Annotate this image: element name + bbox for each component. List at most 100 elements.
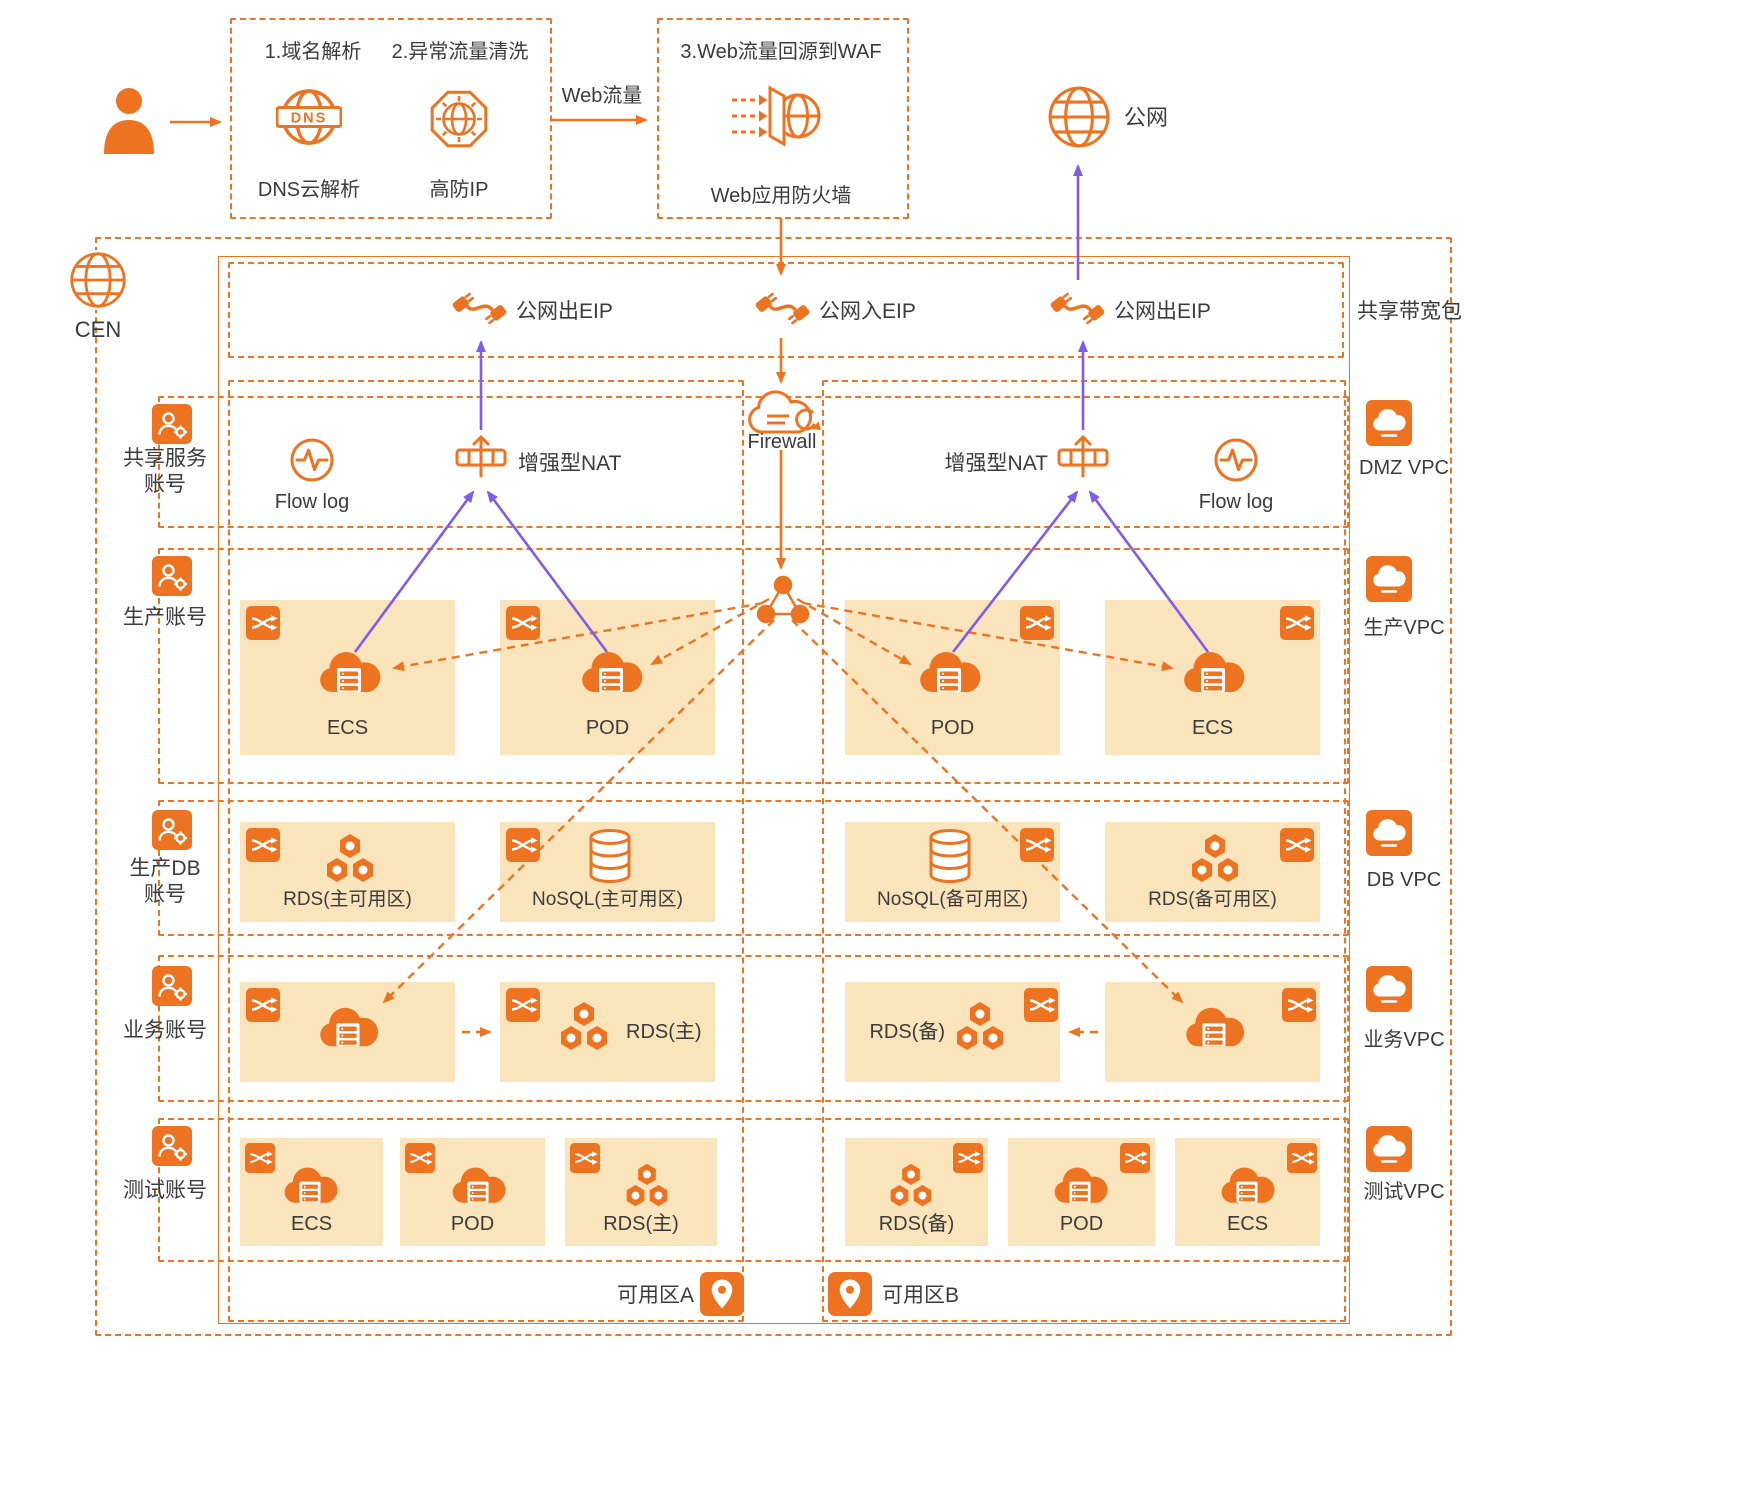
vpc-label-db: DB VPC — [1366, 869, 1442, 891]
account-label-shared: 共享服务 账号 — [123, 447, 207, 497]
vpc-icon — [1366, 400, 1412, 446]
internet-label: 公网 — [1124, 105, 1169, 130]
node-label-ecs: ECS — [1226, 1213, 1269, 1235]
waf-group-box — [657, 18, 909, 219]
node-label-rds-backup: RDS(备) — [869, 1021, 945, 1043]
cloud-server-icon — [281, 1164, 339, 1208]
nat-left-label: 增强型NAT — [518, 452, 622, 475]
firewall-label: Firewall — [747, 431, 817, 453]
vpc-icon — [1366, 1126, 1412, 1172]
vpc-label-prod: 生产VPC — [1363, 617, 1445, 639]
node-label-rds-main: RDS(主) — [626, 1021, 702, 1043]
eip-out-right-icon — [1050, 286, 1106, 332]
account-label-prod: 生产账号 — [123, 606, 207, 629]
row-test — [158, 1118, 1349, 1262]
cloud-server-icon — [1180, 648, 1246, 698]
web-traffic-label: Web流量 — [561, 85, 643, 107]
cloud-server-icon — [316, 1004, 380, 1052]
step3-label: 3.Web流量回源到WAF — [680, 41, 882, 63]
waf-label: Web应用防火墙 — [710, 185, 852, 207]
ram-account-icon — [152, 810, 192, 850]
user-icon — [100, 86, 158, 158]
vswitch-icon — [1120, 1143, 1150, 1173]
dns-icon — [276, 86, 342, 152]
nat-right-label: 增强型NAT — [944, 452, 1048, 475]
cloud-server-icon — [449, 1164, 507, 1208]
vpc-icon — [1366, 556, 1412, 602]
eip-out-left-label: 公网出EIP — [516, 300, 613, 323]
cloud-server-icon — [1051, 1164, 1109, 1208]
node-label-rds-backup: RDS(备) — [878, 1213, 955, 1235]
cloud-server-icon — [316, 648, 382, 698]
cloud-server-icon — [1218, 1164, 1276, 1208]
anti-ddos-ip-icon — [428, 88, 490, 150]
step1-label: 1.域名解析 — [264, 41, 362, 63]
vswitch-icon — [570, 1143, 600, 1173]
account-label-test: 测试账号 — [123, 1179, 207, 1202]
flow-log-label: Flow log — [1198, 491, 1274, 513]
vswitch-icon — [506, 828, 540, 862]
ram-account-icon — [152, 556, 192, 596]
account-label-biz: 业务账号 — [123, 1019, 207, 1042]
rds-icon — [1187, 832, 1243, 884]
ram-account-icon — [152, 1126, 192, 1166]
node-label-nosql: NoSQL(主可用区) — [532, 889, 683, 910]
vswitch-icon — [246, 606, 280, 640]
zone-pin-icon — [828, 1272, 872, 1316]
node-label-rds: RDS(主可用区) — [283, 889, 412, 910]
vswitch-icon — [1020, 606, 1054, 640]
ram-account-icon — [152, 966, 192, 1006]
anti-ddos-label: 高防IP — [429, 179, 489, 201]
rds-icon — [622, 1162, 672, 1208]
eip-out-left-icon — [452, 286, 508, 332]
node-label-pod: POD — [585, 717, 630, 739]
cen-label: CEN — [74, 317, 122, 342]
node-label-pod: POD — [1059, 1213, 1104, 1235]
cen-icon — [68, 250, 128, 310]
zone-pin-icon — [700, 1272, 744, 1316]
eip-in-label: 公网入EIP — [819, 300, 916, 323]
node-label-nosql: NoSQL(备可用区) — [877, 889, 1028, 910]
waf-icon — [726, 84, 826, 148]
cloud-server-icon — [1182, 1004, 1246, 1052]
dns-cleaning-group-box — [230, 18, 552, 219]
node-label-pod: POD — [450, 1213, 495, 1235]
vswitch-icon — [405, 1143, 435, 1173]
flow-log-icon — [1212, 436, 1260, 484]
flow-log-icon — [288, 436, 336, 484]
zone-a-label: 可用区A — [616, 1284, 694, 1307]
cloud-server-icon — [578, 648, 644, 698]
vswitch-icon — [1282, 988, 1316, 1022]
node-label-rds-main: RDS(主) — [603, 1213, 679, 1235]
ram-account-icon — [152, 404, 192, 444]
eip-out-right-label: 公网出EIP — [1114, 300, 1211, 323]
cen-outer-boundary — [95, 237, 1452, 1336]
step2-label: 2.异常流量清洗 — [391, 41, 529, 63]
vpc-icon — [1366, 810, 1412, 856]
dns-label: DNS云解析 — [257, 179, 361, 201]
node-label-ecs: ECS — [290, 1213, 333, 1235]
node-label-ecs: ECS — [326, 717, 369, 739]
nosql-db-icon — [926, 828, 974, 884]
rds-icon — [322, 832, 378, 884]
node-label-rds: RDS(备可用区) — [1148, 889, 1277, 910]
row-shared-services — [158, 396, 1349, 528]
vswitch-icon — [1020, 828, 1054, 862]
nat-gateway-icon — [452, 432, 510, 482]
vpc-label-test: 测试VPC — [1363, 1181, 1445, 1203]
vswitch-icon — [245, 1143, 275, 1173]
nosql-db-icon — [586, 828, 634, 884]
vswitch-icon — [953, 1143, 983, 1173]
vswitch-icon — [506, 988, 540, 1022]
node-label-ecs: ECS — [1191, 717, 1234, 739]
vswitch-icon — [1280, 828, 1314, 862]
flow-log-label: Flow log — [274, 491, 350, 513]
vpc-icon — [1366, 966, 1412, 1012]
vpc-label-biz: 业务VPC — [1363, 1029, 1445, 1051]
vswitch-icon — [246, 988, 280, 1022]
account-label-db: 生产DB 账号 — [129, 857, 201, 907]
nat-gateway-icon — [1054, 432, 1112, 482]
vswitch-icon — [246, 828, 280, 862]
vpc-label-dmz: DMZ VPC — [1359, 457, 1449, 479]
